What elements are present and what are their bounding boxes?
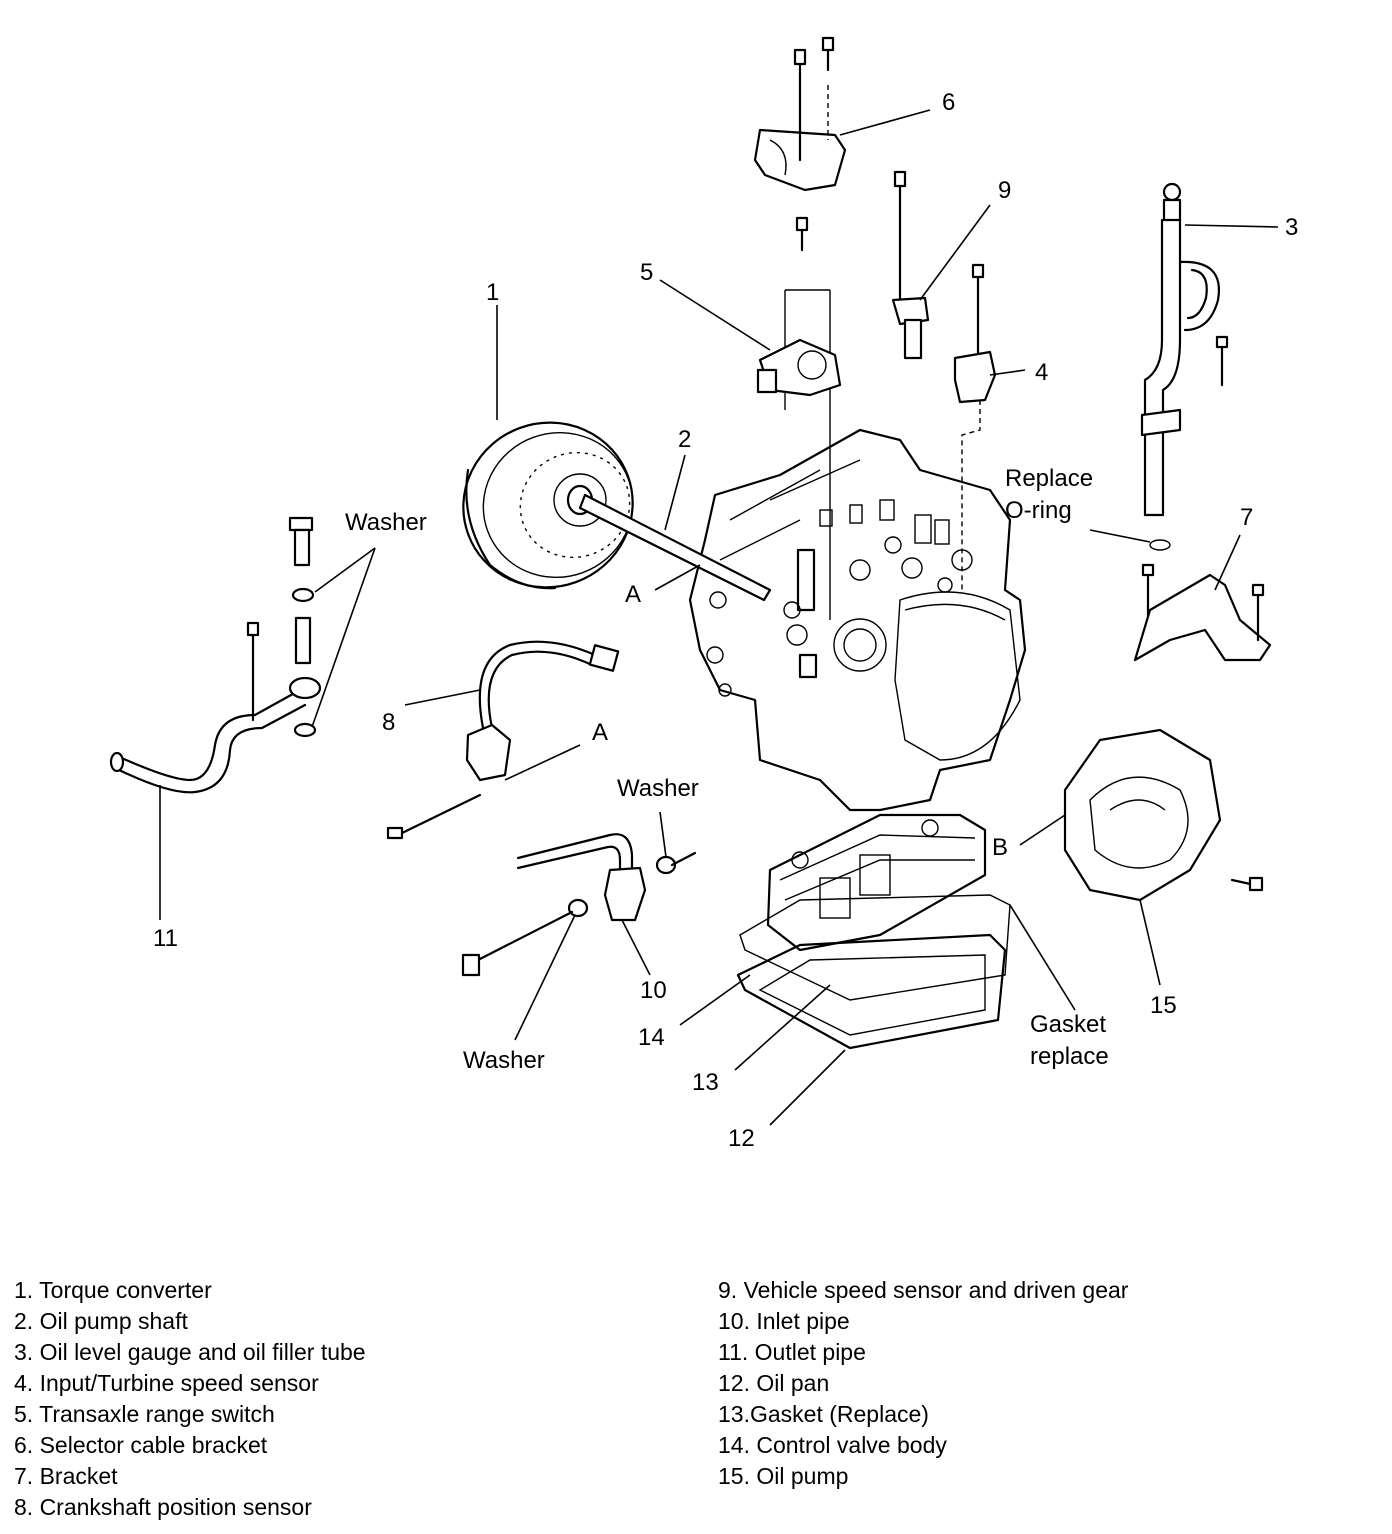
control-valve-body — [766, 813, 987, 952]
legend-item: 8. Crankshaft position sensor — [14, 1494, 312, 1520]
callout-14: 14 — [638, 1024, 665, 1051]
callout-7: 7 — [1240, 504, 1253, 531]
exploded-view-diagram: 1 2 3 4 5 6 7 8 9 10 11 12 13 14 15 A A … — [109, 36, 1298, 1152]
legend-right: 9. Vehicle speed sensor and driven gear … — [718, 1275, 1128, 1492]
callout-10: 10 — [640, 977, 667, 1004]
oil-filler-tube — [1140, 182, 1229, 517]
legend-item: 2. Oil pump shaft — [14, 1308, 188, 1334]
legend-item: 10. Inlet pipe — [718, 1308, 850, 1334]
callout-2: 2 — [678, 426, 691, 453]
legend-item: 13.Gasket (Replace) — [718, 1401, 929, 1427]
oil-pump — [1063, 728, 1264, 902]
oil-pan — [736, 933, 1007, 1050]
callout-13: 13 — [692, 1069, 719, 1096]
callout-12: 12 — [728, 1125, 755, 1152]
transaxle-range-switch — [756, 216, 842, 620]
legend-item: 3. Oil level gauge and oil filler tube — [14, 1339, 366, 1365]
torque-converter — [462, 421, 634, 590]
oil-pump-shaft — [578, 493, 772, 602]
legend-item: 11. Outlet pipe — [718, 1339, 866, 1365]
label-gasket-replace-1: Gasket — [1030, 1011, 1106, 1038]
legend-item: 5. Transaxle range switch — [14, 1401, 275, 1427]
legend-item: 12. Oil pan — [718, 1370, 830, 1396]
label-replace-oring-1: Replace — [1005, 465, 1093, 492]
legend-item: 6. Selector cable bracket — [14, 1432, 268, 1458]
callout-4: 4 — [1035, 359, 1048, 386]
selector-cable-bracket — [753, 36, 847, 192]
callout-9: 9 — [998, 177, 1011, 204]
callout-3: 3 — [1285, 214, 1298, 241]
legend-item: 4. Input/Turbine speed sensor — [14, 1370, 319, 1396]
callout-b: B — [992, 834, 1008, 861]
callout-8: 8 — [382, 709, 395, 736]
label-washer-left: Washer — [345, 509, 427, 536]
callout-5: 5 — [640, 259, 653, 286]
input-turbine-speed-sensor — [953, 263, 997, 590]
label-gasket-replace-2: replace — [1030, 1043, 1109, 1070]
leader-lines — [159, 109, 1279, 1126]
legend-item: 9. Vehicle speed sensor and driven gear — [718, 1277, 1129, 1303]
legend-item: 1. Torque converter — [14, 1277, 212, 1303]
callout-a-top: A — [625, 581, 641, 608]
label-replace-oring-2: O-ring — [1005, 497, 1072, 524]
label-washer-bottom: Washer — [463, 1047, 545, 1074]
callout-1: 1 — [486, 279, 499, 306]
label-washer-mid: Washer — [617, 775, 699, 802]
legend-left: 1. Torque converter 2. Oil pump shaft 3.… — [14, 1275, 366, 1523]
oil-pan-gasket — [739, 894, 1011, 1001]
legend-item: 7. Bracket — [14, 1463, 118, 1489]
legend-item: 15. Oil pump — [718, 1463, 849, 1489]
legend-item: 14. Control valve body — [718, 1432, 947, 1458]
callout-labels: 1 2 3 4 5 6 7 8 9 10 11 12 13 14 15 A A … — [153, 89, 1298, 1152]
callout-15: 15 — [1150, 992, 1177, 1019]
callout-a-bottom: A — [592, 719, 608, 746]
transaxle-case — [688, 428, 1027, 812]
outlet-pipe — [109, 516, 322, 794]
crankshaft-position-sensor — [386, 640, 620, 840]
inlet-pipe — [461, 833, 697, 977]
vehicle-speed-sensor — [891, 170, 930, 360]
callout-6: 6 — [942, 89, 955, 116]
bracket-7 — [1133, 539, 1272, 662]
callout-11: 11 — [153, 925, 178, 952]
